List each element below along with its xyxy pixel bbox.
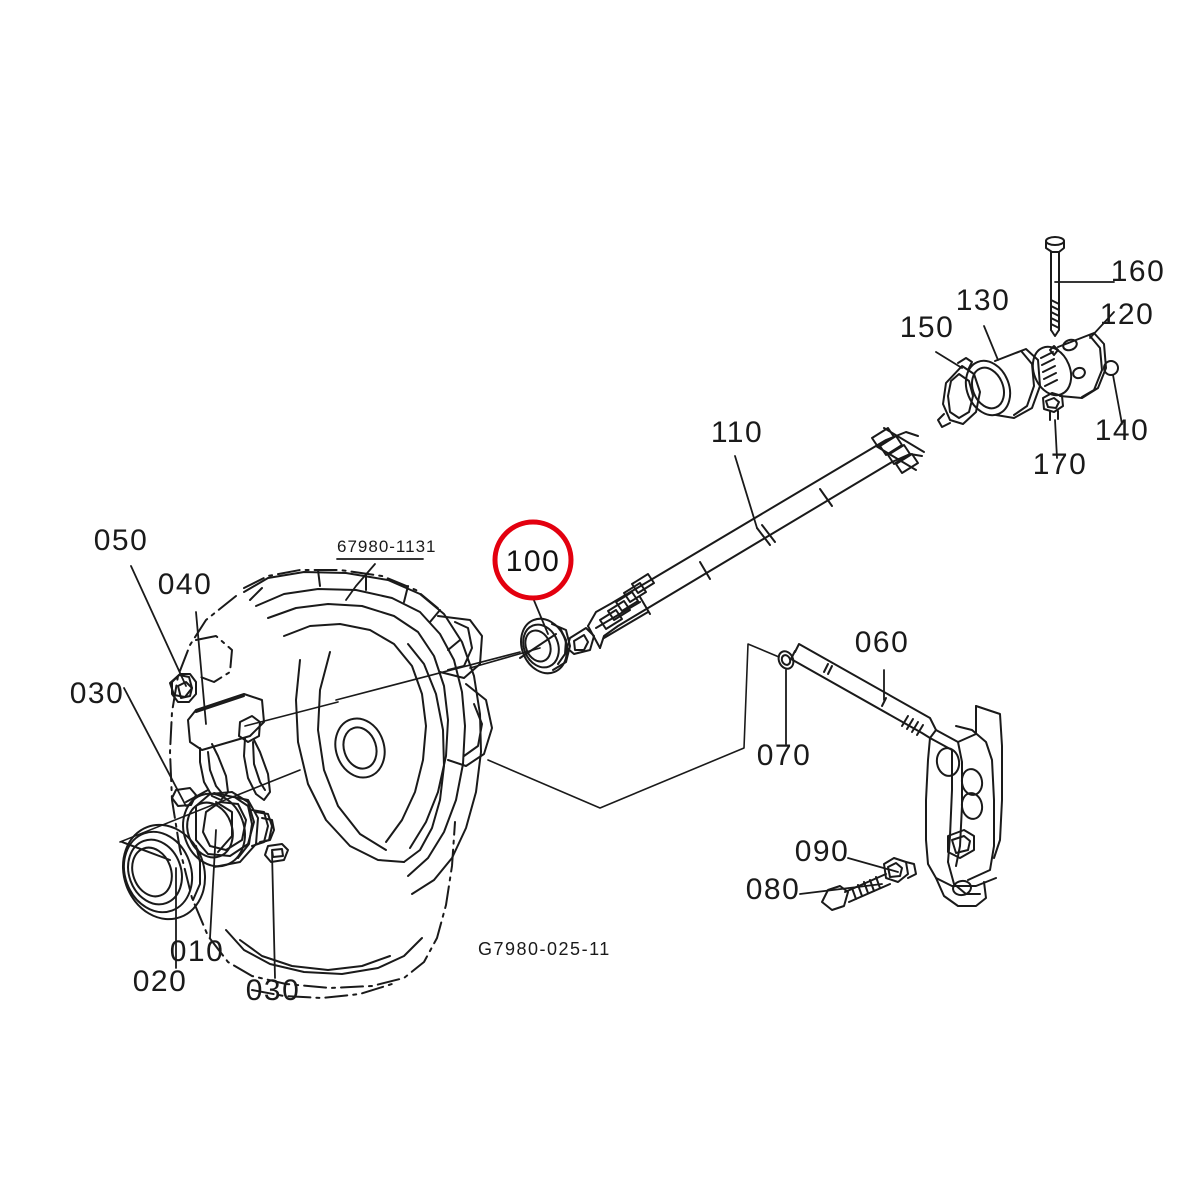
part-040-shift-fork [187, 693, 271, 801]
callout-090: 090 [795, 835, 850, 868]
callout-080: 080 [746, 873, 801, 906]
part-160-long-bolt [1045, 236, 1065, 337]
callout-130: 130 [956, 284, 1011, 317]
highlight-ring-100 [492, 519, 574, 601]
part-030-clip-mid [171, 787, 197, 807]
callout-020: 020 [133, 965, 188, 998]
leader-100 [532, 597, 549, 635]
callout-050: 050 [94, 524, 149, 557]
leader-housing-partnum [345, 563, 376, 601]
callout-110: 110 [711, 416, 763, 449]
callout-170: 170 [1033, 448, 1088, 481]
callout-150: 150 [900, 311, 955, 344]
bell-housing-body [195, 569, 493, 975]
callout-140: 140 [1095, 414, 1150, 447]
callout-010: 010 [170, 935, 225, 968]
part-020-release-bearing [121, 823, 207, 921]
part-120-coupling [1031, 332, 1107, 399]
housing-part-number: 67980-1131 [337, 537, 437, 556]
callout-040: 040 [158, 568, 213, 601]
part-070-roll-pin [777, 650, 795, 670]
drawing-number: G7980-025-11 [478, 939, 611, 959]
assembly-path-lines [119, 643, 780, 843]
callout-100: 100 [506, 545, 561, 578]
leader-lines [123, 281, 1123, 979]
callout-030-upper: 030 [70, 677, 125, 710]
release-bracket [925, 705, 1003, 907]
callout-160: 160 [1111, 255, 1166, 288]
callout-070: 070 [757, 739, 812, 772]
part-010-release-collar [182, 789, 273, 868]
part-110-drive-shaft [566, 427, 925, 655]
leader-110 [734, 455, 758, 529]
callout-120: 120 [1100, 298, 1155, 331]
part-090-nut-washer [883, 857, 917, 883]
callout-060: 060 [855, 626, 910, 659]
part-170-lock-nut [1042, 392, 1064, 421]
part-060-release-shaft [790, 643, 937, 739]
part-050-fork-pin [169, 674, 193, 698]
callout-030-lower: 030 [246, 974, 301, 1007]
part-150-snap-ring [937, 357, 981, 428]
bell-housing-outline [169, 569, 456, 999]
part-140-pin [1103, 360, 1119, 376]
